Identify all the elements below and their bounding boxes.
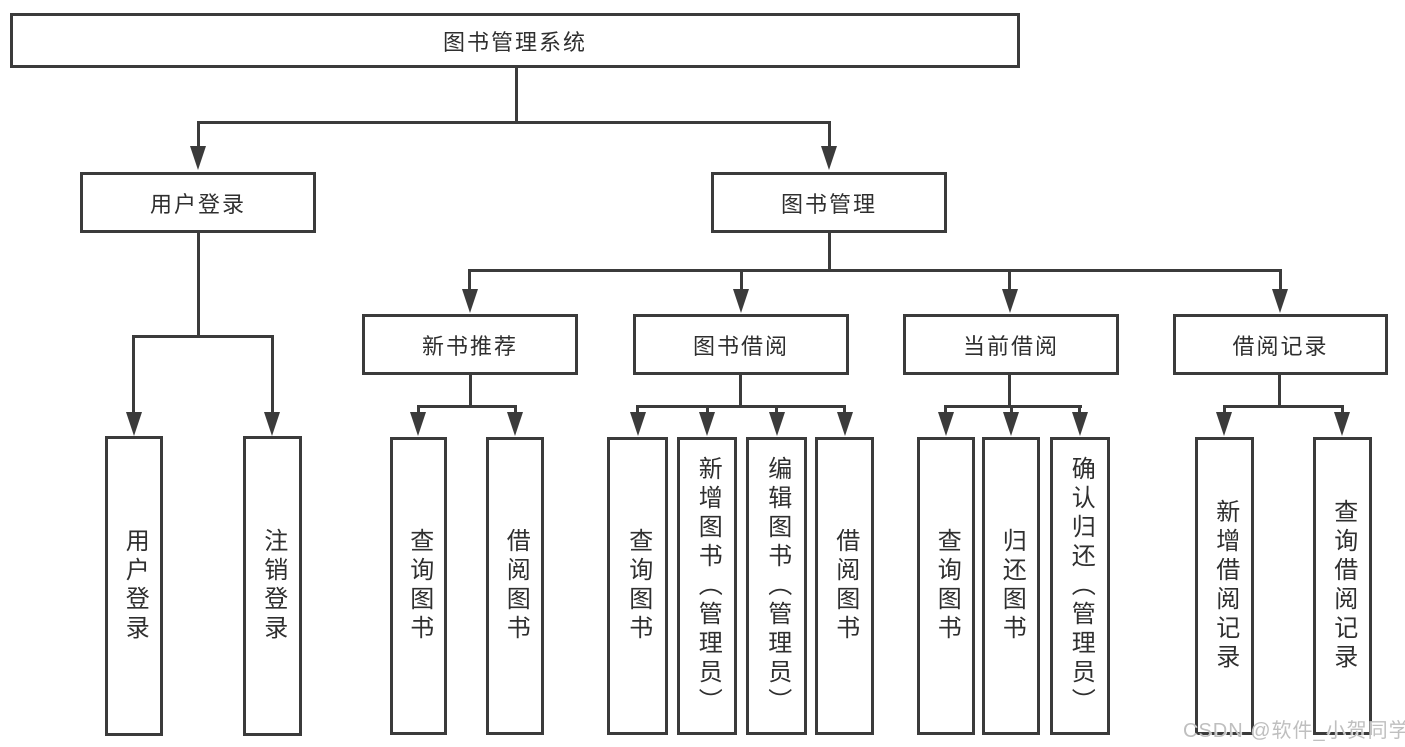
connector-line — [828, 233, 831, 272]
leaf-label: 借阅图书 — [831, 528, 859, 644]
node-label: 图书管理 — [780, 191, 877, 217]
arrowhead-icon — [1334, 412, 1350, 436]
arrowhead-icon — [507, 412, 523, 436]
leaf-label: 查询借阅记录 — [1329, 499, 1357, 673]
arrowhead-icon — [837, 412, 853, 436]
leaf-label: 用户登录 — [121, 528, 149, 644]
node-user-login: 用户登录 — [80, 172, 316, 233]
node-label: 新书推荐 — [421, 333, 518, 359]
connector-line — [469, 375, 472, 408]
leaf-label: 查询图书 — [405, 528, 433, 644]
arrowhead-icon — [264, 412, 280, 436]
arrowhead-icon — [733, 289, 749, 313]
arrowhead-icon — [462, 289, 478, 313]
node-library-management-system: 图书管理系统 — [10, 13, 1020, 68]
connector-line — [1078, 405, 1081, 415]
node-book-management: 图书管理 — [711, 172, 947, 233]
leaf-return-books: 归还图书 — [982, 437, 1040, 735]
arrowhead-icon — [1003, 412, 1019, 436]
connector-line — [1223, 405, 1226, 415]
connector-line — [1010, 405, 1013, 415]
connector-line — [417, 405, 516, 408]
connector-line — [739, 375, 742, 408]
leaf-query-books-recommend: 查询图书 — [390, 437, 447, 735]
leaf-label: 新增图书（管理员） — [694, 455, 722, 717]
connector-line — [197, 121, 831, 124]
arrowhead-icon — [769, 412, 785, 436]
leaf-query-books-current: 查询图书 — [917, 437, 975, 735]
leaf-borrow-books: 借阅图书 — [815, 437, 874, 735]
connector-line — [197, 121, 200, 151]
arrowhead-icon — [938, 412, 954, 436]
connector-line — [1223, 405, 1344, 408]
arrowhead-icon — [1002, 289, 1018, 313]
connector-line — [706, 405, 709, 415]
csdn-watermark: CSDN @软件_小贺同学 — [1183, 720, 1405, 742]
leaf-label: 查询图书 — [624, 528, 652, 644]
leaf-label: 借阅图书 — [502, 528, 530, 644]
leaf-label: 确认归还（管理员） — [1067, 455, 1095, 717]
arrowhead-icon — [630, 412, 646, 436]
arrowhead-icon — [410, 412, 426, 436]
leaf-label: 编辑图书（管理员） — [763, 455, 791, 717]
arrowhead-icon — [699, 412, 715, 436]
connector-line — [944, 405, 1082, 408]
connector-line — [1341, 405, 1344, 415]
connector-line — [514, 405, 517, 415]
connector-line — [944, 405, 947, 415]
node-borrowing-records: 借阅记录 — [1173, 314, 1388, 375]
node-label: 图书借阅 — [692, 333, 789, 359]
connector-line — [1008, 269, 1011, 291]
connector-line — [828, 121, 831, 151]
connector-line — [132, 335, 274, 338]
connector-line — [775, 405, 778, 415]
leaf-label: 归还图书 — [998, 528, 1026, 644]
arrowhead-icon — [821, 146, 837, 170]
connector-line — [636, 405, 846, 408]
connector-line — [1008, 375, 1011, 408]
leaf-edit-books-admin: 编辑图书（管理员） — [746, 437, 807, 735]
leaf-confirm-return-admin: 确认归还（管理员） — [1050, 437, 1110, 735]
node-new-book-recommend: 新书推荐 — [362, 314, 578, 375]
leaf-query-books-borrowing: 查询图书 — [607, 437, 668, 735]
leaf-query-borrow-record: 查询借阅记录 — [1313, 437, 1372, 735]
leaf-add-books-admin: 新增图书（管理员） — [677, 437, 737, 735]
connector-line — [271, 335, 274, 415]
node-label: 用户登录 — [149, 191, 246, 217]
node-label: 图书管理系统 — [442, 29, 587, 55]
connector-line — [515, 68, 518, 124]
connector-line — [740, 269, 743, 291]
connector-line — [417, 405, 420, 415]
leaf-label: 查询图书 — [933, 528, 961, 644]
leaf-user-login: 用户登录 — [105, 436, 163, 736]
arrowhead-icon — [1072, 412, 1088, 436]
leaf-label: 注销登录 — [259, 528, 287, 644]
connector-line — [468, 269, 1281, 272]
node-label: 当前借阅 — [962, 333, 1059, 359]
leaf-logout: 注销登录 — [243, 436, 302, 736]
leaf-label: 新增借阅记录 — [1211, 499, 1239, 673]
connector-line — [843, 405, 846, 415]
connector-line — [468, 269, 471, 291]
node-current-borrowing: 当前借阅 — [903, 314, 1119, 375]
arrowhead-icon — [1272, 289, 1288, 313]
connector-line — [197, 233, 200, 338]
connector-line — [636, 405, 639, 415]
arrowhead-icon — [1216, 412, 1232, 436]
connector-line — [1279, 269, 1282, 291]
node-book-borrowing: 图书借阅 — [633, 314, 849, 375]
arrowhead-icon — [190, 146, 206, 170]
leaf-borrow-books-recommend: 借阅图书 — [486, 437, 544, 735]
connector-line — [132, 335, 135, 415]
leaf-add-borrow-record: 新增借阅记录 — [1195, 437, 1254, 735]
connector-line — [1278, 375, 1281, 408]
arrowhead-icon — [126, 412, 142, 436]
node-label: 借阅记录 — [1232, 333, 1329, 359]
